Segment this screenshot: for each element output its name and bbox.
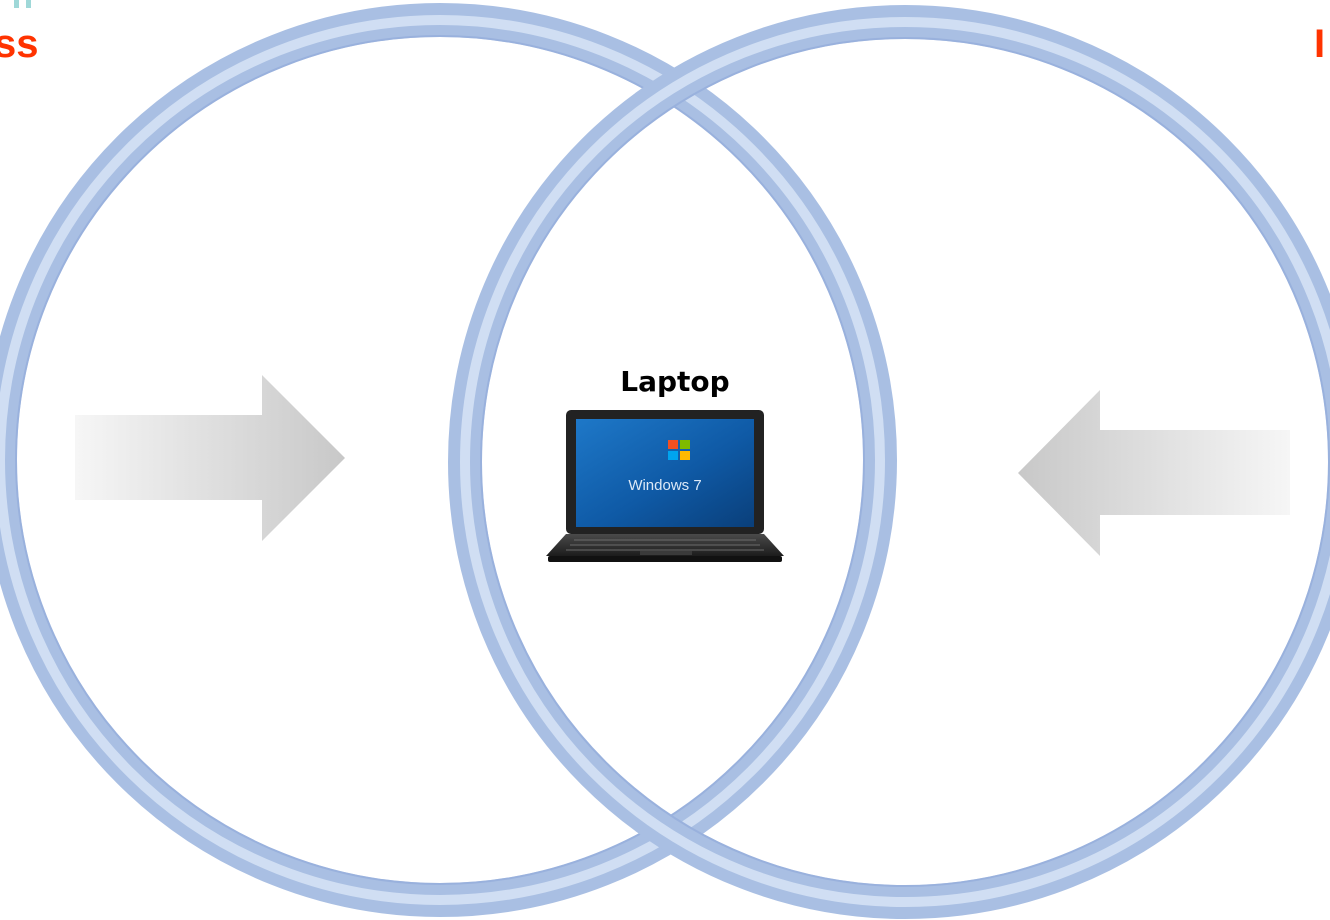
laptop-icon: Windows 7 <box>546 410 784 562</box>
right-set-label: I <box>1314 22 1326 66</box>
windows-logo-icon <box>668 440 690 460</box>
screen-text: Windows 7 <box>628 477 701 494</box>
left-ring <box>0 3 897 917</box>
right-ring <box>448 5 1330 919</box>
arrow-right-icon <box>75 375 345 541</box>
arrow-left-icon <box>1018 390 1290 556</box>
intersection-label: Laptop <box>620 365 730 398</box>
corner-mark <box>14 0 31 8</box>
left-set-label: ss <box>0 22 39 66</box>
